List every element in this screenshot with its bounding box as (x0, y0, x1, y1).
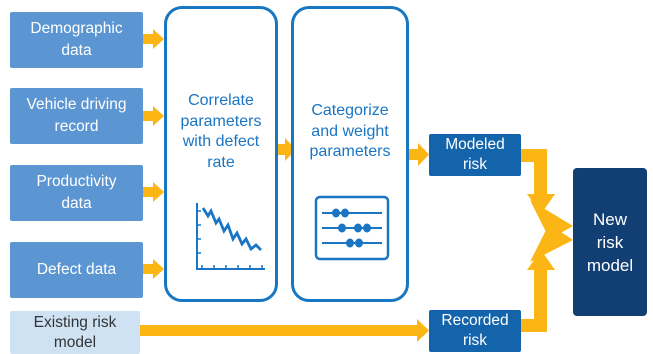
input-vehicle-label-line1: Vehicle driving (26, 96, 127, 113)
arrow-modeled-to-new (521, 149, 573, 244)
panel-correlate-line2: parameters (180, 112, 262, 130)
input-demographic-data: Demographic data (10, 12, 143, 68)
arrow-vehicle (143, 106, 164, 126)
arrow-correlate-to-categorize (278, 138, 296, 161)
panel-correlate-line3: with defect (182, 133, 260, 150)
panel-categorize-line1: Categorize (311, 102, 389, 119)
panel-categorize-text: Categorize and weight parameters (294, 101, 406, 163)
input-vehicle-label-line2: record (54, 118, 99, 135)
abacus-icon (314, 195, 390, 261)
input-demographic-label: Demographic data (30, 20, 123, 59)
input-productivity-data: Productivity data (10, 165, 143, 221)
panel-correlate: Correlate parameters with defect rate (164, 6, 278, 302)
panel-categorize: Categorize and weight parameters (291, 6, 409, 302)
input-productivity-label: Productivity data (36, 173, 117, 212)
panel-categorize-line2: and weight (311, 122, 389, 140)
new-risk-model-label: New risk model (586, 209, 634, 275)
recorded-risk-box: Recorded risk (429, 310, 521, 352)
recorded-risk-label: Recorded risk (441, 312, 509, 349)
line-chart-icon (196, 203, 265, 270)
arrow-defect (143, 259, 164, 279)
input-existing-label: Existing risk model (33, 313, 117, 351)
arrow-demographic (143, 29, 164, 49)
arrow-productivity (143, 182, 164, 202)
input-vehicle-driving-record: Vehicle driving record (10, 88, 143, 144)
input-defect-data: Defect data (10, 242, 143, 298)
new-risk-model-box: New risk model (573, 168, 647, 316)
input-existing-risk-model: Existing risk model (10, 311, 140, 354)
panel-correlate-text: Correlate parameters with defect rate (167, 91, 275, 173)
panel-correlate-line4: rate (207, 153, 235, 171)
input-defect-label: Defect data (36, 261, 117, 278)
arrow-existing-to-recorded (140, 319, 429, 342)
panel-correlate-line1: Correlate (188, 92, 254, 109)
panel-categorize-line3: parameters (309, 143, 391, 160)
arrow-recorded-to-new (521, 222, 573, 332)
modeled-risk-box: Modeled risk (429, 134, 521, 176)
arrow-categorize-to-modeled (409, 143, 429, 166)
modeled-risk-label: Modeled risk (445, 136, 505, 173)
